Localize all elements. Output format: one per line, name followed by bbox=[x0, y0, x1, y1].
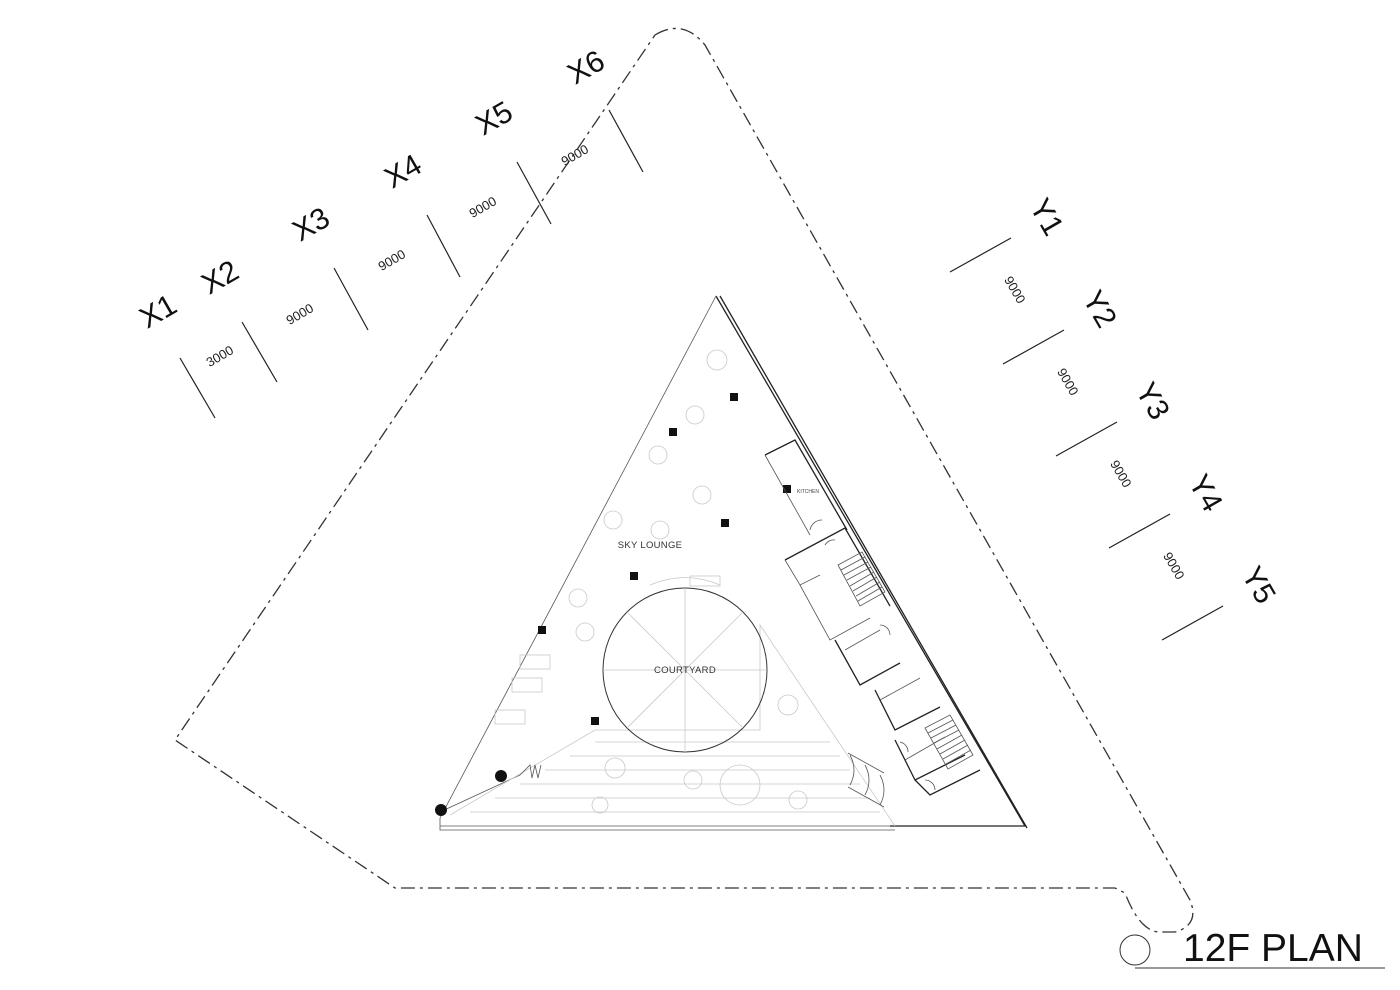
room-label-kitchen: KITCHEN bbox=[797, 489, 819, 495]
grid-label-x6: X6 bbox=[562, 44, 610, 91]
x-grid-labels: X1 X2 X3 X4 X5 X6 bbox=[134, 44, 610, 335]
grid-label-x3: X3 bbox=[287, 201, 335, 248]
courtyard bbox=[602, 577, 768, 753]
dimension-y4-y5: 9000 bbox=[1160, 549, 1187, 582]
room-label-courtyard: COURTYARD bbox=[654, 665, 716, 676]
railing-symbol bbox=[519, 764, 542, 779]
grid-label-x1: X1 bbox=[134, 288, 182, 335]
dimension-x1-x2: 3000 bbox=[203, 342, 236, 369]
dimension-x3-x4: 9000 bbox=[375, 246, 408, 273]
x-grid-ticks bbox=[179, 109, 644, 419]
building-footprint bbox=[439, 295, 1028, 831]
grid-label-y5: Y5 bbox=[1235, 561, 1282, 609]
y-grid-labels: Y1 Y2 Y3 Y4 Y5 bbox=[1023, 193, 1282, 609]
dimension-x2-x3: 9000 bbox=[283, 300, 316, 327]
grid-label-x2: X2 bbox=[196, 254, 244, 301]
dimension-y2-y3: 9000 bbox=[1054, 365, 1081, 398]
stair-lower bbox=[924, 714, 974, 770]
lounge-furniture bbox=[494, 349, 808, 814]
grid-label-y3: Y3 bbox=[1129, 377, 1176, 425]
dimension-y3-y4: 9000 bbox=[1107, 457, 1134, 490]
grid-label-x5: X5 bbox=[470, 95, 518, 142]
grid-label-x4: X4 bbox=[379, 148, 427, 195]
title-circle-marker bbox=[1119, 934, 1151, 966]
drawing-title: 12F PLAN bbox=[1183, 927, 1363, 970]
dimension-x5-x6: 9000 bbox=[558, 141, 591, 168]
site-boundary bbox=[174, 27, 1194, 933]
grid-label-y1: Y1 bbox=[1023, 193, 1070, 241]
grid-label-y4: Y4 bbox=[1182, 469, 1229, 517]
title-block: 12F PLAN bbox=[1119, 927, 1385, 970]
dimension-y1-y2: 9000 bbox=[1001, 273, 1028, 306]
dimension-x4-x5: 9000 bbox=[466, 193, 499, 220]
terrace-deck bbox=[449, 623, 896, 827]
structural-columns bbox=[435, 393, 791, 816]
stair-upper bbox=[837, 551, 886, 607]
entry-vestibule bbox=[847, 752, 885, 808]
y-grid-ticks bbox=[949, 237, 1224, 641]
service-core bbox=[764, 439, 981, 796]
grid-label-y2: Y2 bbox=[1076, 285, 1123, 333]
room-label-sky-lounge: SKY LOUNGE bbox=[618, 540, 683, 551]
